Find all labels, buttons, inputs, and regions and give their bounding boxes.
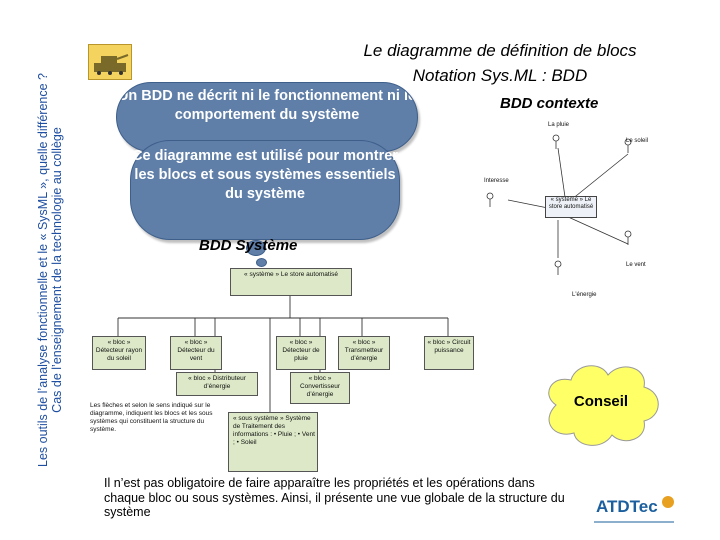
context-user-label: Interesse bbox=[484, 178, 509, 184]
conseil-text: Il n’est pas obligatoire de faire appara… bbox=[104, 476, 565, 519]
title-line-2: Notation Sys.ML : BDD bbox=[412, 66, 588, 85]
context-diagram bbox=[486, 134, 632, 275]
atdtec-logo-text: ATDTec bbox=[596, 497, 658, 516]
callout-tail-large bbox=[246, 240, 266, 256]
block-energy-transmitter: « bloc » Transmetteur d’énergie bbox=[338, 336, 390, 370]
block-rain-detector: « bloc » Détecteur de pluie bbox=[276, 336, 326, 370]
context-energy-label: L'énergie bbox=[572, 292, 597, 298]
block-energy-converter: « bloc » Convertisseur d’énergie bbox=[290, 372, 350, 404]
title-line-1: Le diagramme de définition de blocs bbox=[363, 41, 637, 60]
block-energy-distributor: « bloc » Distributeur d’énergie bbox=[176, 372, 258, 396]
conseil-cloud-shape bbox=[548, 365, 659, 446]
callout-bdd-purpose: Ce diagramme est utilisé pour montrer le… bbox=[130, 140, 400, 240]
system-diagram-title: BDD Système bbox=[199, 237, 298, 254]
context-wind-label: Le vent bbox=[626, 262, 646, 268]
context-diagram-title: BDD contexte bbox=[500, 95, 599, 112]
context-sun-label: Le soleil bbox=[626, 138, 649, 144]
context-system-block: « système » Le store automatisé bbox=[545, 196, 597, 218]
callout-tail-small bbox=[256, 258, 267, 267]
system-root-block: « système » Le store automatisé bbox=[230, 268, 352, 296]
atdtec-logo bbox=[590, 492, 680, 528]
block-power-circuit: « bloc » Circuit puissance bbox=[424, 336, 474, 370]
context-rain-label: La pluie bbox=[548, 122, 570, 128]
tank-icon bbox=[88, 44, 132, 80]
conseil-label: Conseil bbox=[573, 393, 629, 410]
system-note: Les flèches et selon le sens indiqué sur… bbox=[90, 402, 213, 433]
subsystem-information-processing: « sous système » Système de Traitement d… bbox=[228, 412, 318, 472]
block-wind-detector: « bloc » Détecteur du vent bbox=[170, 336, 222, 370]
block-sun-detector: « bloc » Détecteur rayon du soleil bbox=[92, 336, 146, 370]
page-title: Le diagramme de définition de blocs Nota… bbox=[330, 38, 670, 88]
